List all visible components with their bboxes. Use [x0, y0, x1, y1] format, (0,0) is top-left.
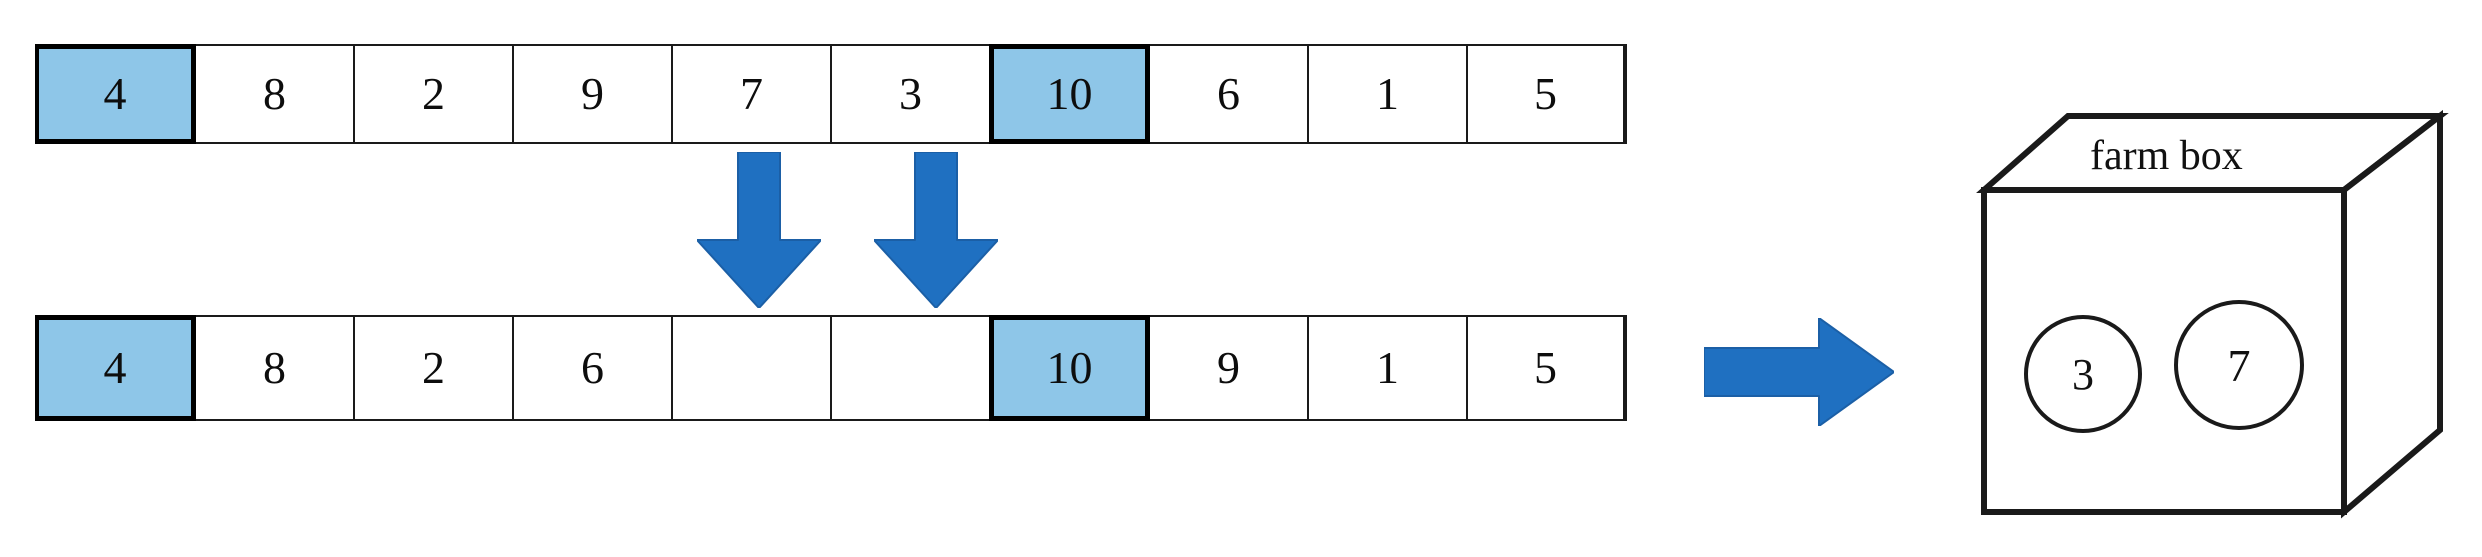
array-cell-value: 6 — [1217, 68, 1240, 119]
array-cell-value: 6 — [581, 342, 604, 393]
array-cell[interactable]: 7 — [671, 44, 832, 144]
array-cell[interactable]: 4 — [35, 44, 196, 144]
array-cell-empty[interactable] — [830, 315, 991, 421]
after-array: 4 8 2 6 10 9 1 5 — [35, 315, 1627, 421]
farm-box-token-1-value: 7 — [2227, 339, 2251, 391]
array-cell[interactable]: 6 — [1148, 44, 1309, 144]
array-cell-value: 1 — [1376, 68, 1399, 119]
array-cell-value: 3 — [899, 68, 922, 119]
array-cell[interactable]: 2 — [353, 44, 514, 144]
array-cell[interactable]: 9 — [1148, 315, 1309, 421]
array-cell-value: 2 — [422, 342, 445, 393]
array-cell[interactable]: 1 — [1307, 44, 1468, 144]
array-cell[interactable]: 10 — [989, 315, 1150, 421]
farm-box-token-0: 3 — [2024, 315, 2142, 433]
array-cell-value: 7 — [740, 68, 763, 119]
farm-box: farm box 3 7 — [1940, 100, 2460, 530]
farm-box-label: farm box — [2090, 133, 2243, 179]
array-cell[interactable]: 6 — [512, 315, 673, 421]
array-cell[interactable]: 4 — [35, 315, 196, 421]
down-arrow-right — [873, 151, 999, 309]
array-cell-value: 8 — [263, 68, 286, 119]
array-cell-empty[interactable] — [671, 315, 832, 421]
array-cell[interactable]: 2 — [353, 315, 514, 421]
array-cell-value: 2 — [422, 68, 445, 119]
array-cell[interactable]: 3 — [830, 44, 991, 144]
array-cell[interactable]: 9 — [512, 44, 673, 144]
array-cell[interactable]: 5 — [1466, 44, 1627, 144]
farm-box-token-0-value: 3 — [2072, 349, 2094, 399]
array-cell-value: 9 — [581, 68, 604, 119]
array-cell-value: 4 — [103, 342, 127, 393]
array-cell-value: 10 — [1046, 342, 1093, 393]
array-cell-value: 8 — [263, 342, 286, 393]
array-cell-value: 1 — [1376, 342, 1399, 393]
right-arrow — [1703, 317, 1895, 427]
down-arrow-left — [696, 151, 822, 309]
array-cell-value: 5 — [1534, 342, 1557, 393]
array-cell-value: 4 — [103, 68, 127, 119]
array-cell[interactable]: 8 — [194, 315, 355, 421]
array-cell-value: 9 — [1217, 342, 1240, 393]
array-cell-value: 10 — [1046, 68, 1093, 119]
array-cell[interactable]: 1 — [1307, 315, 1468, 421]
array-cell[interactable]: 5 — [1466, 315, 1627, 421]
array-cell-value: 5 — [1534, 68, 1557, 119]
array-cell[interactable]: 8 — [194, 44, 355, 144]
before-array: 4 8 2 9 7 3 10 6 1 5 — [35, 44, 1627, 144]
farm-box-token-1: 7 — [2174, 300, 2304, 430]
array-cell[interactable]: 10 — [989, 44, 1150, 144]
